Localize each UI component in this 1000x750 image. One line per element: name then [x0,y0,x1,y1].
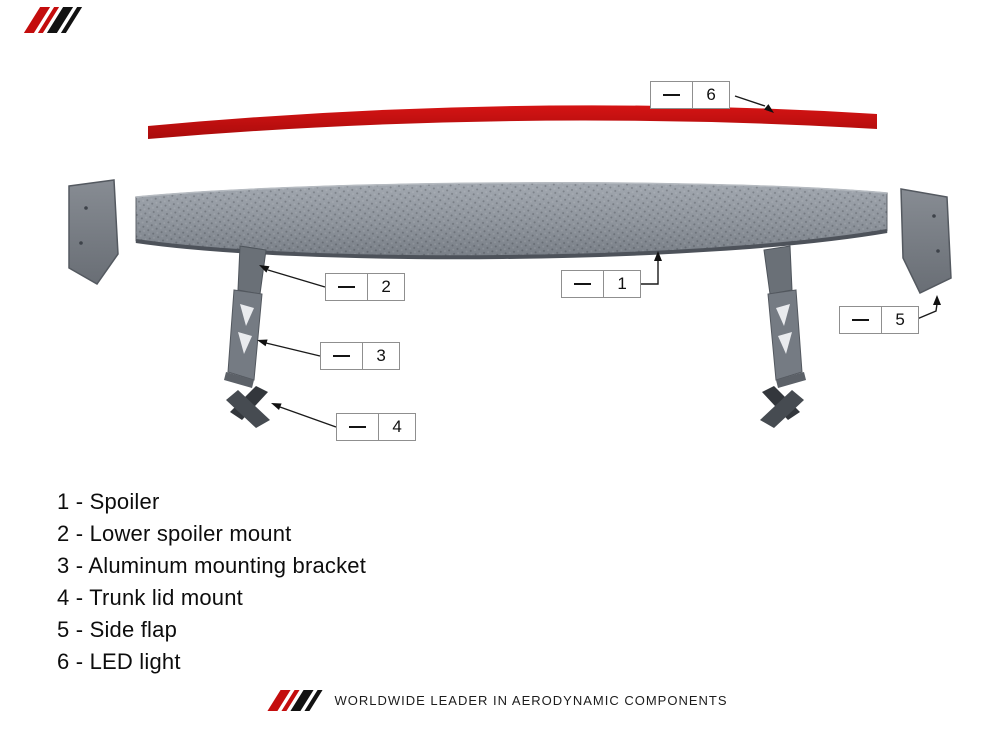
trunk-lid-mount-left [226,386,270,428]
callout-dash [321,343,364,369]
footer: WORLDWIDE LEADER IN AERODYNAMIC COMPONEN… [0,690,1000,711]
legend-item-lower-mount: 2 - Lower spoiler mount [57,521,292,546]
callout-number: 4 [392,417,402,436]
callout-number: 5 [895,310,905,329]
legend-item-spoiler: 1 - Spoiler [57,489,160,514]
spoiler-wing [135,182,888,260]
footer-stripes-icon [267,690,324,711]
callout-number: 1 [617,274,627,293]
legend-item-bracket: 3 - Aluminum mounting bracket [57,553,367,578]
callout-dash [840,307,883,333]
callout-side-flap: 5 [839,306,919,334]
callout-led-light: 6 [650,81,730,109]
leader-arrowheads [257,104,941,410]
footer-tagline: WORLDWIDE LEADER IN AERODYNAMIC COMPONEN… [334,693,728,708]
brand-stripes-logo [23,7,83,33]
callout-trunk-mount: 4 [336,413,416,441]
side-flap-right [900,188,952,295]
callout-spoiler: 1 [561,270,641,298]
legend-item-led-light: 6 - LED light [57,649,181,674]
callout-number: 2 [381,277,391,296]
leader-lines [265,95,938,428]
legend-item-trunk-mount: 4 - Trunk lid mount [57,585,243,610]
side-flap-left [68,179,119,285]
legend-item-side-flap: 5 - Side flap [57,617,178,642]
mounting-bracket-left [224,245,267,388]
legend: 1 - Spoiler 2 - Lower spoiler mount 3 - … [57,486,366,678]
callout-number: 3 [376,346,386,365]
callout-dash [326,274,369,300]
callout-lower-mount: 2 [325,273,405,301]
callout-dash [651,82,694,108]
led-light-strip [148,105,877,139]
callout-number: 6 [706,85,716,104]
mounting-bracket-right [763,245,807,389]
callout-dash [562,271,605,297]
callout-dash [337,414,380,440]
callout-bracket: 3 [320,342,400,370]
trunk-lid-mount-right [760,386,804,428]
